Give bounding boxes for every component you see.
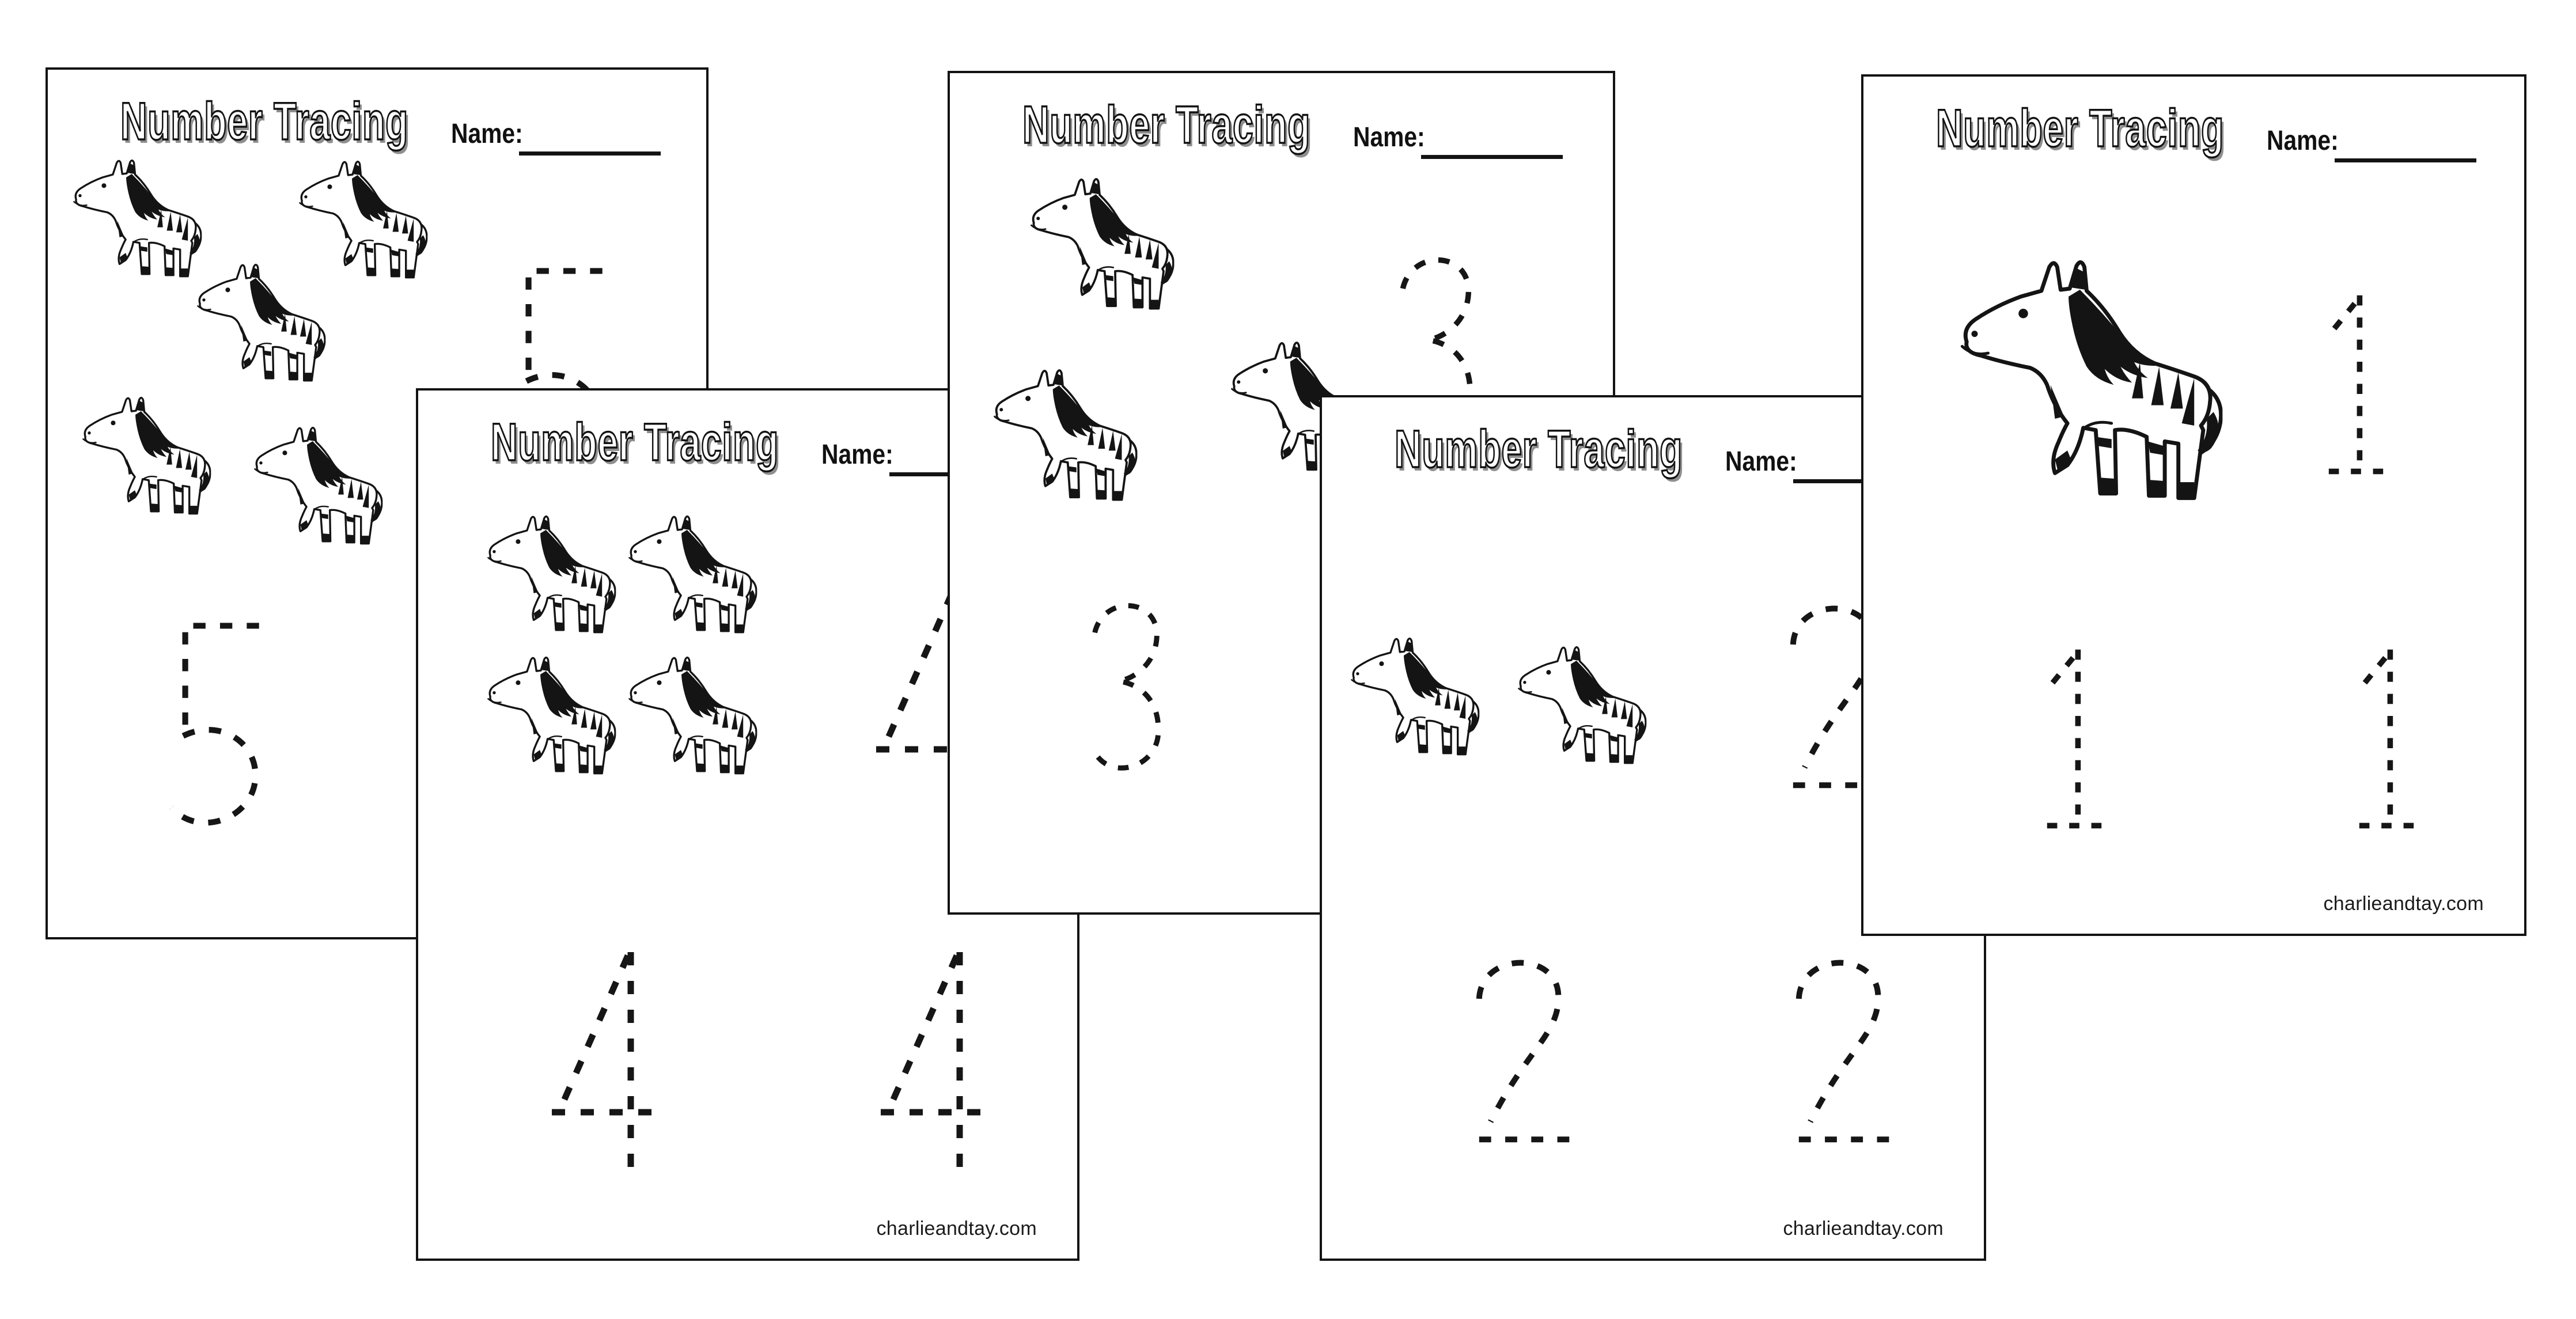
zebra-icon — [67, 158, 203, 286]
zebra-icon — [248, 426, 384, 554]
dashed-digit-1 — [2352, 638, 2421, 840]
website-credit: charlieandtay.com — [2323, 893, 2484, 915]
zebra-icon — [191, 263, 327, 391]
page-title: Number Tracing — [490, 412, 779, 473]
page-title: Number Tracing — [120, 92, 409, 152]
dashed-digit-2 — [1460, 933, 1578, 1152]
dashed-digit-5 — [152, 605, 264, 847]
name-label: Name: — [821, 439, 893, 470]
page-title: Number Tracing — [1022, 95, 1311, 156]
dashed-digit-4 — [540, 945, 661, 1187]
dashed-digit-3 — [1074, 587, 1180, 783]
name-line — [2335, 158, 2476, 162]
dashed-digit-1 — [2040, 638, 2109, 840]
worksheet-page-5: Number Tracing Name: charlieandtay.com — [1861, 74, 2526, 936]
dashed-digit-1 — [2321, 284, 2391, 486]
zebra-icon — [1345, 636, 1480, 764]
website-credit: charlieandtay.com — [876, 1218, 1037, 1240]
zebra-icon — [1512, 645, 1647, 773]
zebra-icon — [623, 514, 758, 642]
name-line — [1421, 155, 1563, 159]
dashed-digit-4 — [869, 945, 990, 1187]
zebra-icon — [988, 368, 1138, 511]
zebra-icon — [482, 655, 617, 783]
name-label: Name: — [1725, 446, 1797, 477]
zebra-icon — [623, 655, 758, 783]
name-label: Name: — [1353, 122, 1425, 153]
zebra-icon — [1025, 177, 1175, 320]
name-line — [519, 151, 661, 156]
website-credit: charlieandtay.com — [1783, 1218, 1944, 1240]
zebra-icon — [77, 396, 212, 524]
name-label: Name: — [451, 119, 523, 149]
zebra-icon — [1950, 258, 2223, 518]
zebra-icon — [482, 514, 617, 642]
page-title: Number Tracing — [1935, 98, 2225, 159]
name-label: Name: — [2267, 126, 2339, 156]
dashed-digit-2 — [1780, 933, 1898, 1152]
page-title: Number Tracing — [1394, 419, 1683, 480]
